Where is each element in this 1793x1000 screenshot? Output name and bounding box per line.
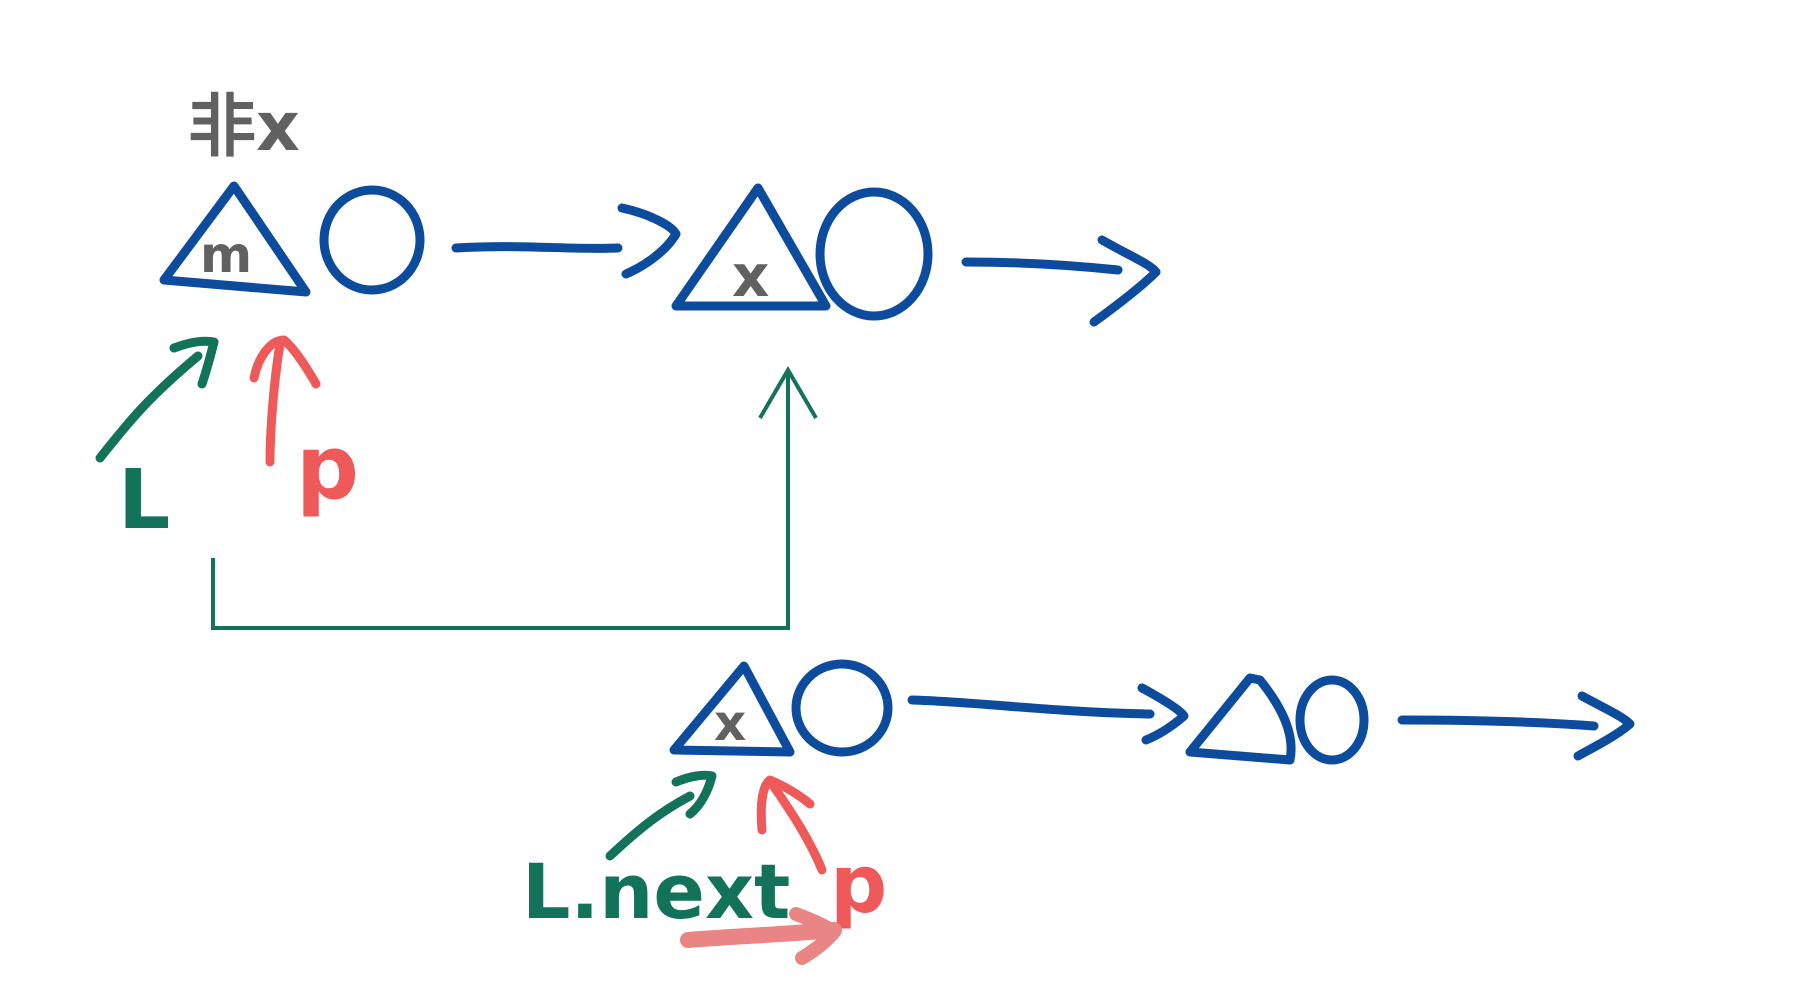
- bottom-node-2: [1185, 673, 1369, 765]
- bottom-node-1-next-circle: [791, 659, 893, 757]
- bottom-node-1: x: [669, 659, 893, 757]
- top-node-2: x: [671, 183, 933, 321]
- bottom-pointer-l-next: L.next: [522, 770, 790, 936]
- bottom-pointer-p-highlight-arrow: [680, 922, 842, 948]
- connector-l-to-node2: [211, 366, 818, 630]
- top-node-1-value: m: [200, 226, 252, 284]
- top-pointer-l-label: L: [118, 453, 170, 548]
- bottom-pointer-p: p: [680, 775, 887, 965]
- top-node-1-next-circle: [319, 185, 425, 295]
- top-pointer-l-arrow: [95, 351, 203, 463]
- bottom-node-1-data-triangle: [669, 661, 795, 757]
- top-arrow-2: [961, 235, 1161, 327]
- top-pointer-p-arrow: [265, 339, 285, 467]
- top-pointer-p-label: p: [296, 416, 359, 519]
- bottom-pointer-p-label: p: [830, 838, 887, 931]
- top-node-2-data-triangle: [671, 183, 831, 311]
- top-node-1-data-triangle: [159, 181, 311, 297]
- top-pointer-l: L: [95, 336, 219, 548]
- bottom-node-1-value: x: [714, 694, 746, 752]
- top-node-1: m: [159, 181, 425, 297]
- top-arrow-1: [451, 203, 681, 279]
- bottom-pointer-l-next-arrow: [605, 791, 695, 861]
- bottom-pointer-l-next-label: L.next: [522, 847, 790, 936]
- bottom-arrow-1: [907, 683, 1189, 745]
- bottom-node-2-next-circle: [1295, 675, 1369, 765]
- bottom-arrow-2: [1397, 691, 1635, 761]
- bottom-node-2-data-triangle: [1185, 673, 1296, 765]
- top-pointer-p: p: [249, 335, 359, 519]
- annotation-not-x: 非x: [188, 88, 300, 167]
- top-node-2-next-circle: [815, 187, 933, 321]
- bottom-pointer-p-arrow: [767, 779, 827, 875]
- top-node-2-value: x: [732, 242, 769, 310]
